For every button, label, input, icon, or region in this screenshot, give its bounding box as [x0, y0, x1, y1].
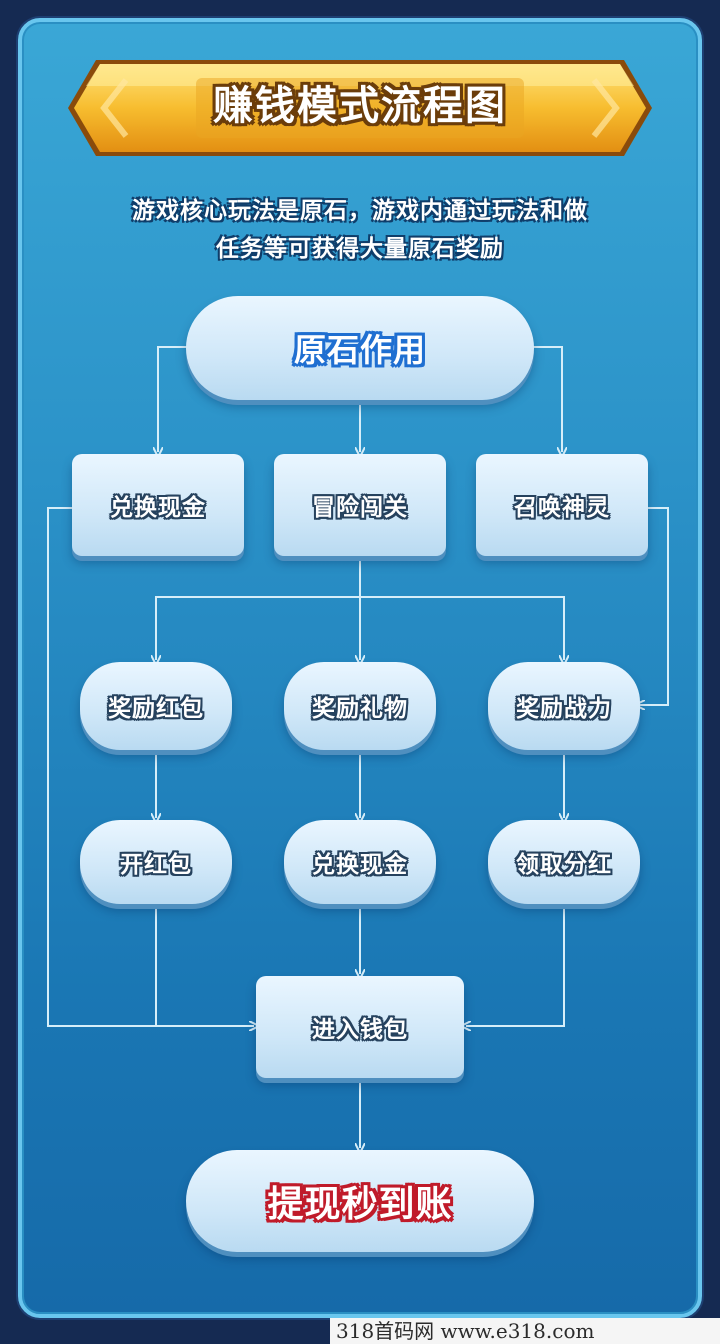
- connector-cash-wallet: [47, 507, 254, 1026]
- subtitle-line-2: 任务等可获得大量原石奖励: [216, 236, 504, 262]
- node-exchange-cash: 兑换现金: [72, 454, 244, 556]
- node-exchange-cash-2: 兑换现金: [284, 820, 436, 904]
- connector-rewards-bar-right: [360, 596, 564, 660]
- node-enter-wallet: 进入钱包: [256, 976, 464, 1078]
- node-open-redpacket: 开红包: [80, 820, 232, 904]
- node-instant-withdraw: 提现秒到账: [186, 1150, 534, 1252]
- subtitle-line-1: 游戏核心玩法是原石，游戏内通过玩法和做: [132, 198, 588, 224]
- node-reward-redpacket: 奖励红包: [80, 662, 232, 750]
- node-root-gem-use: 原石作用: [186, 296, 534, 400]
- node-reward-power: 奖励战力: [488, 662, 640, 750]
- connector-root-left: [158, 346, 188, 452]
- node-adventure: 冒险闯关: [274, 454, 446, 556]
- connector-rewards-bar-left: [156, 596, 360, 660]
- connector-summon-power: [640, 507, 669, 705]
- node-reward-gift: 奖励礼物: [284, 662, 436, 750]
- node-collect-dividend: 领取分红: [488, 820, 640, 904]
- connector-root-right: [532, 346, 562, 452]
- node-summon: 召唤神灵: [476, 454, 648, 556]
- page-title: 赚钱模式流程图: [213, 83, 507, 129]
- connector-dividend-wallet: [466, 904, 565, 1026]
- watermark: 318首码网 www.e318.com: [330, 1318, 720, 1344]
- title-banner: [68, 60, 652, 156]
- subtitle: 游戏核心玩法是原石，游戏内通过玩法和做 任务等可获得大量原石奖励: [60, 192, 660, 268]
